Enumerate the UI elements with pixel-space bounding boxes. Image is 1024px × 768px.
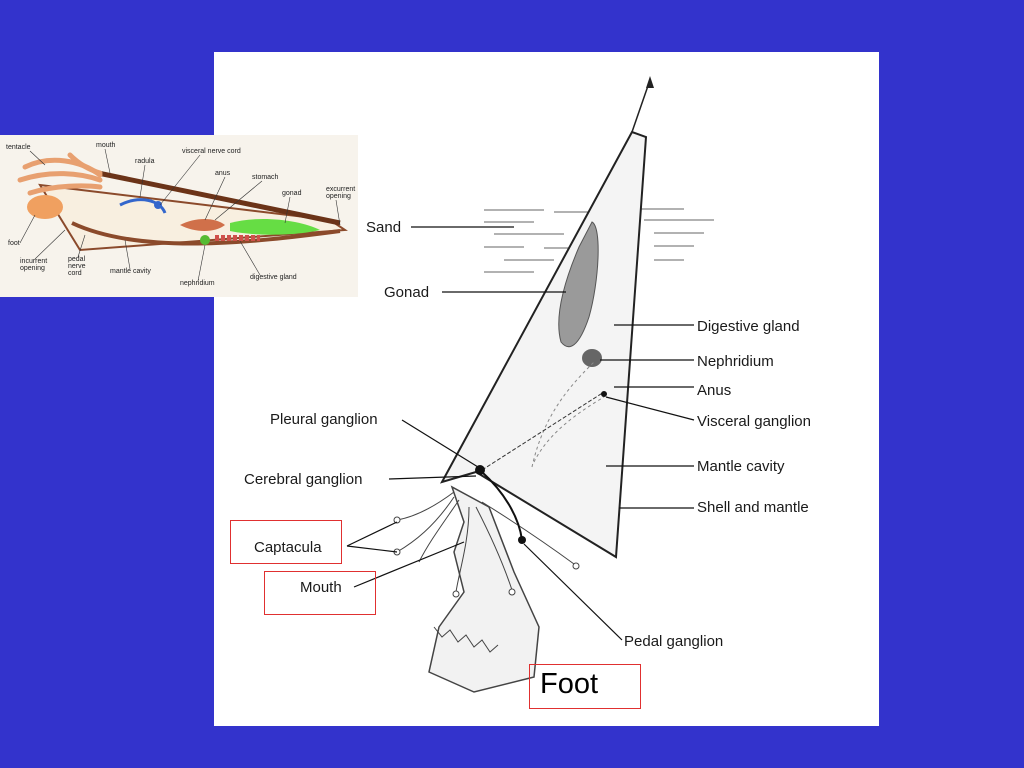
arrow-head-icon [646, 76, 654, 88]
pedal-ganglion-mark [518, 536, 526, 544]
sand-lines [484, 208, 714, 275]
inset-label-anus: anus [215, 170, 231, 177]
inset-anatomy-diagram: tentacle mouth radula visceral nerve cor… [6, 142, 355, 287]
label-visceral-ganglion: Visceral ganglion [697, 413, 811, 430]
inset-label-excurrent: excurrent [326, 186, 355, 193]
main-diagram-panel: Sand Gonad Digestive gland Nephridium An… [214, 52, 879, 726]
inset-label-incurrent: incurrent [20, 258, 47, 265]
captacula-highlight-box [230, 520, 342, 564]
label-gonad: Gonad [384, 284, 429, 301]
inset-label-foot: foot [8, 240, 20, 247]
inset-shell-top [97, 170, 341, 226]
inset-label-digestive-gland: digestive gland [250, 274, 297, 281]
gonad-mass [558, 221, 599, 348]
label-sand: Sand [366, 219, 401, 236]
label-digestive-gland: Digestive gland [697, 318, 800, 335]
inset-label-pedal-nerve: nerve [68, 263, 86, 270]
inset-nerve [119, 198, 167, 214]
scaphopod-anatomy-diagram: Sand Gonad Digestive gland Nephridium An… [244, 76, 811, 693]
label-mantle-cavity: Mantle cavity [697, 458, 785, 475]
inset-nephridium [200, 235, 210, 245]
label-nephridium: Nephridium [697, 353, 774, 370]
inset-label-radula: radula [135, 158, 155, 165]
inset-label-mantle-cavity: mantle cavity [110, 268, 151, 275]
captacula-filaments [396, 491, 575, 593]
label-anus: Anus [697, 382, 731, 399]
foot-outline [428, 485, 540, 693]
label-foot: Foot [540, 668, 599, 700]
label-pedal-ganglion: Pedal ganglion [624, 633, 723, 650]
pedal-nerve-cord [481, 471, 523, 541]
inset-label-mouth: mouth [96, 142, 116, 149]
direction-arrow [631, 79, 651, 133]
inset-label-pedal: pedal [68, 256, 86, 263]
inset-label-nephridium: nephridium [180, 280, 215, 287]
inset-shell-bottom [71, 221, 341, 246]
label-cerebral-ganglion: Cerebral ganglion [244, 471, 362, 488]
inset-foot [27, 195, 63, 219]
mouth-highlight-box [264, 571, 376, 615]
shell-outline [439, 130, 648, 559]
label-pleural-ganglion: Pleural ganglion [270, 411, 378, 428]
leader-lines [346, 226, 695, 641]
label-captacula: Captacula [254, 539, 322, 556]
cerebral-ganglion-mark [475, 465, 485, 475]
visceral-nerve-cord [481, 391, 605, 471]
inset-label-incurrent-opening: opening [20, 265, 45, 272]
inset-label-visceral-nerve-cord: visceral nerve cord [182, 148, 241, 155]
nephridium-mass [582, 349, 602, 367]
inset-tentacles [17, 152, 103, 196]
inset-label-excurrent-opening: opening [326, 193, 351, 200]
inset-label-stomach: stomach [252, 174, 279, 181]
label-shell-and-mantle: Shell and mantle [697, 499, 809, 516]
inset-label-tentacle: tentacle [6, 144, 31, 151]
label-mouth: Mouth [300, 579, 342, 596]
inset-diagram-panel: tentacle mouth radula visceral nerve cor… [0, 135, 358, 297]
inset-gonad [230, 219, 320, 235]
visceral-ganglion-mark [601, 391, 607, 397]
inset-label-gonad: gonad [282, 190, 302, 197]
inset-label-pedal-cord: cord [68, 270, 82, 277]
foot-highlight-box [529, 664, 641, 709]
inset-stomach [180, 219, 225, 231]
